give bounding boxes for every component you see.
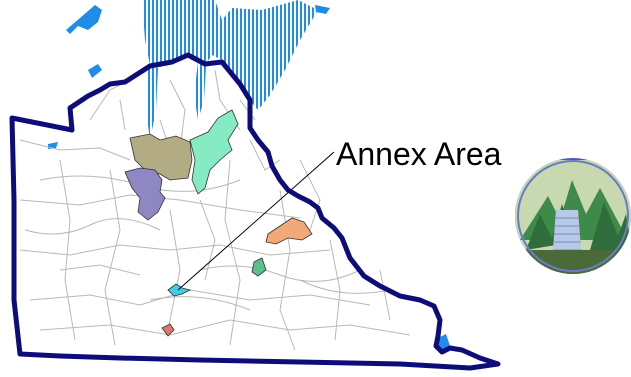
small-water-1: [66, 5, 102, 34]
road-network: [19, 69, 411, 351]
district-purple: [124, 167, 166, 221]
inlet-water-1: [146, 68, 158, 140]
county-seal-icon: [515, 158, 631, 274]
district-orange: [265, 217, 313, 245]
inlet-water-2: [194, 62, 206, 120]
sound-water: [142, 0, 318, 110]
district-aqua: [189, 109, 239, 195]
district-green: [251, 257, 267, 277]
small-water-2: [315, 5, 330, 14]
district-cyan-annex: [167, 283, 192, 297]
county-border: [9, 52, 501, 371]
district-red: [161, 323, 175, 337]
annex-leader-line: [177, 151, 335, 291]
annex-area-label: Annex Area: [336, 136, 502, 172]
small-water-5: [88, 64, 102, 78]
